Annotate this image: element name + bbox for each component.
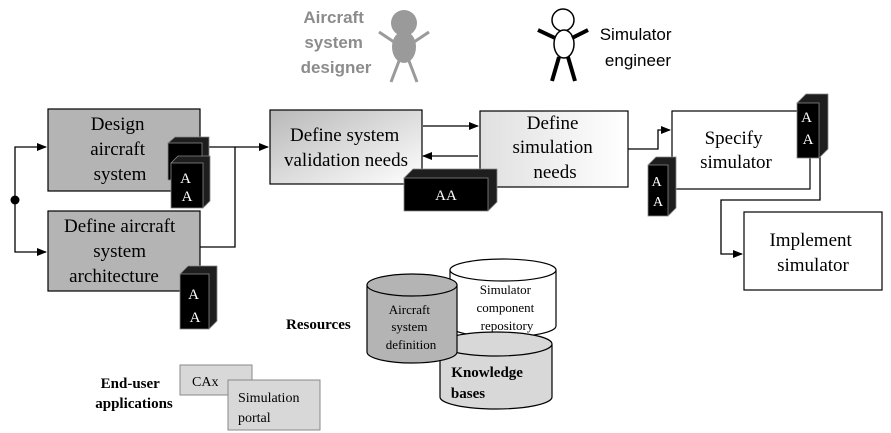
engineer-figure-icon — [537, 8, 589, 82]
connectors — [10, 122, 821, 258]
svg-text:Implement simulator: Implement simulator — [769, 230, 856, 276]
simulation-portal-application: Simulation portal — [227, 379, 321, 431]
aa-block-architecture: A A — [179, 265, 218, 330]
svg-text:A A: A A — [180, 171, 194, 205]
svg-text:Design aircraft sy: Design aircraft system — [90, 114, 150, 185]
svg-text:A A: A A — [188, 287, 202, 326]
svg-text:A A: A A — [652, 175, 665, 210]
aircraft-system-definition-db: Aircraft system definition — [366, 273, 458, 364]
svg-text:Simulator component: Simulator component repository — [476, 282, 537, 333]
knowledge-bases-db: Knowledge bases — [439, 331, 553, 410]
svg-text:Specify simulator: Specify simulator — [700, 128, 772, 173]
svg-text:Define aircraft system: Define aircraft system architecture — [64, 216, 180, 287]
process-define-system-validation-needs: Define system validation needs — [269, 109, 423, 185]
svg-text:Define system validation: Define system validation needs — [284, 125, 408, 171]
end-user-applications-label: End-user applications — [95, 376, 173, 412]
designer-label: Aircraft system designer — [301, 8, 372, 77]
process-define-simulation-needs: Define simulation needs — [479, 110, 629, 188]
resources-label: Resources — [286, 317, 351, 333]
svg-text:AA: AA — [435, 188, 457, 204]
process-specify-simulator: Specify simulator — [671, 110, 811, 190]
simulator-component-repository-db: Simulator component repository — [449, 258, 557, 338]
aa-block-simulation: A A — [647, 156, 677, 217]
engineer-label: Simulator engineer — [600, 25, 677, 70]
aircraft-system-designer-actor: Aircraft system designer — [301, 8, 430, 83]
aa-block-specify: A A — [796, 93, 829, 159]
svg-text:Knowledge bases: Knowledge bases — [451, 365, 527, 402]
designer-figure-icon — [378, 10, 430, 83]
simulator-engineer-actor: Simulator engineer — [537, 8, 677, 82]
svg-text:Simulation portal: Simulation portal — [238, 391, 303, 426]
svg-text:Define simulation: Define simulation needs — [513, 113, 598, 183]
svg-text:A A: A A — [801, 110, 815, 148]
aa-block-validation: AA — [403, 168, 498, 212]
process-implement-simulator: Implement simulator — [743, 211, 883, 291]
process-define-aircraft-system-architecture: Define aircraft system architecture — [47, 210, 201, 292]
svg-text:Aircraft system de: Aircraft system definition — [386, 302, 437, 352]
aa-block-design: A A — [170, 155, 211, 209]
svg-text:CAx: CAx — [192, 375, 218, 390]
